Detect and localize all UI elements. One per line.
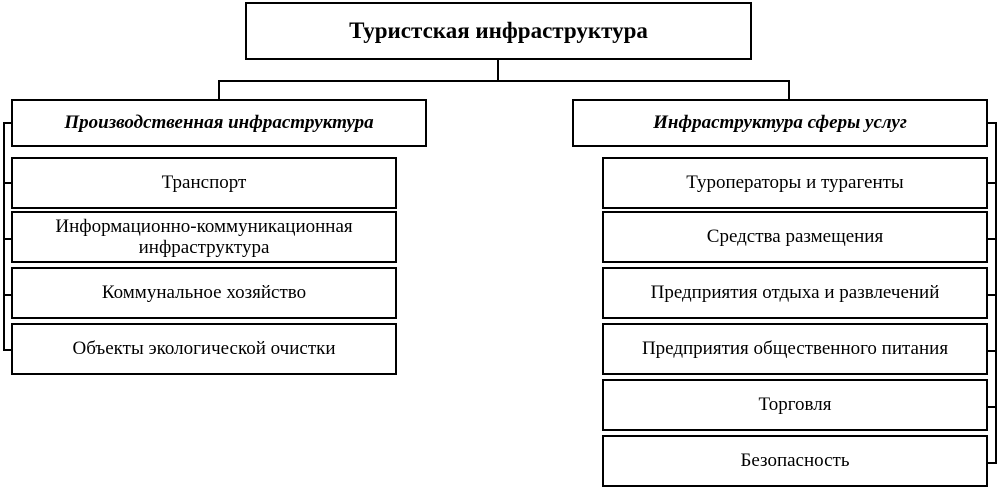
leaf-node-trade: Торговля: [602, 379, 988, 431]
leaf-node-municipal-services: Коммунальное хозяйство: [11, 267, 397, 319]
leaf-node-safety: Безопасность: [602, 435, 988, 487]
connector-root-to-left-branch: [218, 80, 220, 99]
connector-left-stub-3: [3, 349, 13, 351]
connector-root-crossbar: [218, 80, 790, 82]
leaf-node-label: Информационно-коммуникационная инфрастру…: [55, 215, 353, 258]
connector-left-stub-2: [3, 294, 13, 296]
connector-root-stem: [497, 60, 499, 82]
leaf-node-label: Безопасность: [740, 450, 850, 472]
connector-left-stub-1: [3, 238, 13, 240]
connector-right-stub-3: [986, 350, 997, 352]
branch-header-label: Производственная инфраструктура: [64, 112, 374, 134]
branch-header-service-sphere-infrastructure: Инфраструктура сферы услуг: [572, 99, 988, 147]
leaf-node-tour-operators-agents: Туроператоры и турагенты: [602, 157, 988, 209]
connector-root-to-right-branch: [788, 80, 790, 99]
connector-right-stub-header: [986, 122, 997, 124]
root-node-tourist-infrastructure: Туристская инфраструктура: [245, 2, 752, 60]
connector-right-stub-1: [986, 238, 997, 240]
connector-left-spine: [3, 123, 5, 350]
leaf-node-label: Торговля: [758, 394, 832, 416]
connector-right-stub-0: [986, 182, 997, 184]
leaf-node-label: Объекты экологической очистки: [72, 338, 336, 360]
connector-left-stub-header: [3, 122, 13, 124]
branch-header-label: Инфраструктура сферы услуг: [653, 112, 907, 134]
leaf-node-catering: Предприятия общественного питания: [602, 323, 988, 375]
connector-right-stub-4: [986, 406, 997, 408]
connector-right-stub-5: [986, 462, 997, 464]
leaf-node-ict-infrastructure: Информационно-коммуникационная инфрастру…: [11, 211, 397, 263]
connector-left-stub-0: [3, 182, 13, 184]
branch-header-production-infrastructure: Производственная инфраструктура: [11, 99, 427, 147]
leaf-node-ecological-treatment-facilities: Объекты экологической очистки: [11, 323, 397, 375]
leaf-node-accommodation: Средства размещения: [602, 211, 988, 263]
leaf-node-label: Туроператоры и турагенты: [686, 172, 904, 194]
leaf-node-label: Предприятия общественного питания: [641, 338, 949, 360]
leaf-node-label: Средства размещения: [706, 226, 884, 248]
leaf-node-label: Коммунальное хозяйство: [101, 282, 307, 304]
leaf-node-recreation-entertainment: Предприятия отдыха и развлечений: [602, 267, 988, 319]
connector-right-stub-2: [986, 294, 997, 296]
leaf-node-label: Транспорт: [161, 172, 247, 194]
leaf-node-label: Предприятия отдыха и развлечений: [650, 282, 940, 304]
root-node-label: Туристская инфраструктура: [349, 18, 648, 44]
connector-right-spine: [995, 123, 997, 464]
leaf-node-transport: Транспорт: [11, 157, 397, 209]
